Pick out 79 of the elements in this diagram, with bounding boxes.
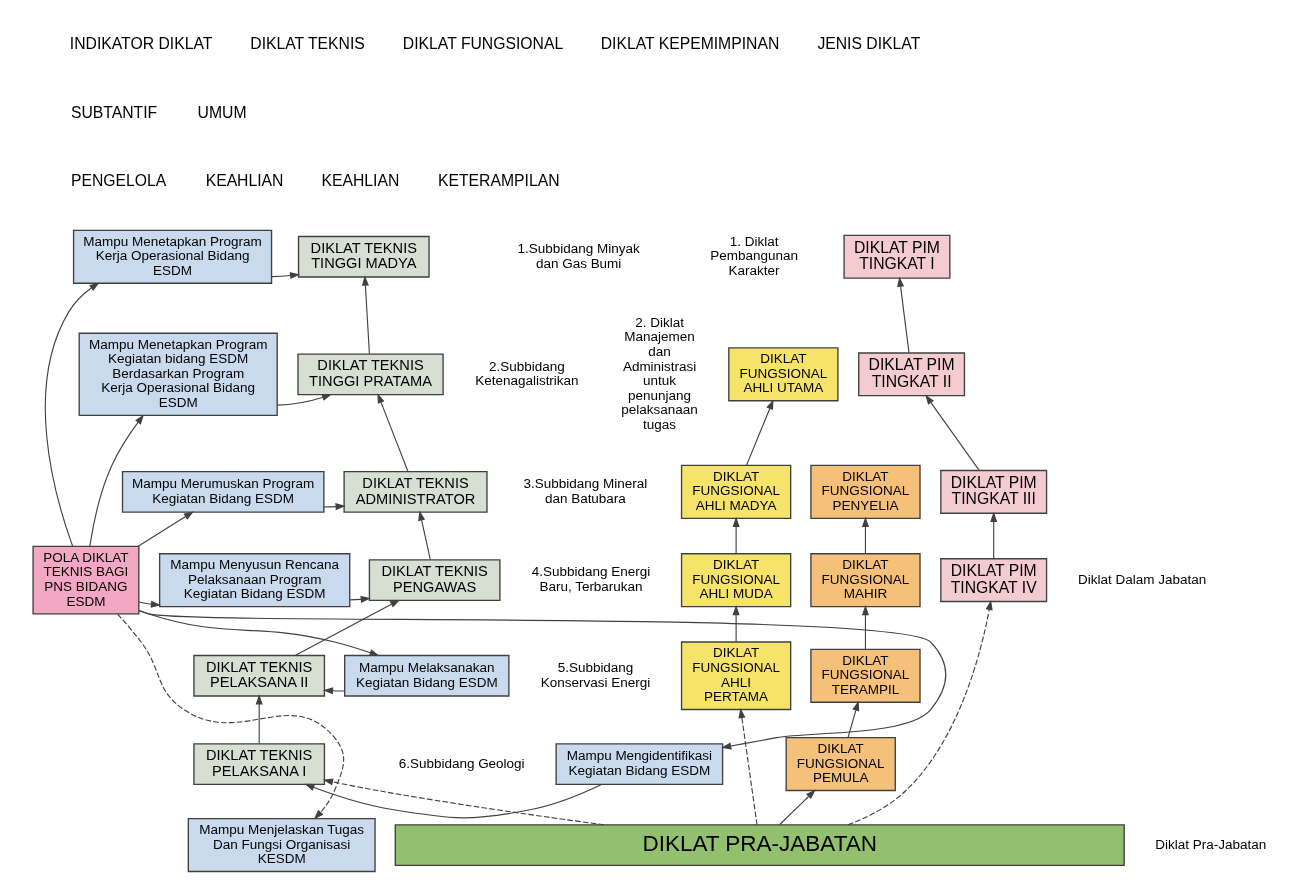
arrow bbox=[847, 599, 993, 825]
arrow bbox=[847, 700, 860, 738]
arrow bbox=[138, 600, 162, 608]
arrow bbox=[861, 604, 869, 650]
node-box: POLA DIKLAT TEKNIS BAGI PNS BIDANG ESDM bbox=[32, 545, 140, 615]
arrow bbox=[138, 609, 380, 656]
arrow bbox=[361, 274, 370, 354]
arrow bbox=[377, 392, 409, 472]
label: KEAHLIAN bbox=[205, 171, 284, 189]
arrow bbox=[861, 516, 869, 554]
arrow bbox=[295, 599, 401, 656]
node-box: DIKLAT FUNGSIONAL AHLI MUDA bbox=[680, 552, 792, 607]
node-box: DIKLAT PIM TINGKAT III bbox=[940, 469, 1048, 514]
label: PENGELOLA bbox=[70, 171, 167, 189]
arrow bbox=[738, 707, 758, 825]
arrow bbox=[137, 510, 194, 547]
label: DIKLAT KEPEMIMPINAN bbox=[600, 34, 780, 52]
label: DIKLAT FUNGSIONAL bbox=[402, 34, 564, 52]
arrow bbox=[925, 394, 980, 471]
label: Diklat Dalam Jabatan bbox=[1078, 571, 1207, 587]
label: KETERAMPILAN bbox=[438, 171, 560, 189]
arrow bbox=[732, 604, 740, 643]
node-box: DIKLAT FUNGSIONAL AHLI UTAMA bbox=[728, 346, 839, 401]
arrow bbox=[990, 511, 998, 559]
arrow bbox=[746, 398, 774, 466]
node-box: Mampu Menyusun Rencana Pelaksanaan Program Kegiatan Bidang ESDM bbox=[158, 552, 351, 607]
node-box: Mampu Menetapkan Program Kerja Operasional Bidang ESDM bbox=[72, 229, 273, 284]
arrow bbox=[349, 595, 371, 603]
node-box: Mampu Menjelaskan Tugas Dan Fungsi Organisasi KESDM bbox=[187, 817, 376, 872]
arrow bbox=[271, 271, 301, 279]
node-box: Mampu Menetapkan Program Kegiatan bidang ESDM Berdasarkan Program Kerja Operasional Bidang ESDM bbox=[78, 332, 278, 416]
node-box: DIKLAT PIM TINGKAT IV bbox=[940, 557, 1048, 602]
arrow bbox=[418, 510, 431, 560]
label: 2. Diklat Manajemen dan Administrasi untuk penunjang pelaksanaan tugas bbox=[621, 314, 698, 432]
arrow bbox=[89, 413, 144, 547]
label: JENIS DIKLAT bbox=[817, 34, 921, 52]
arrow bbox=[323, 502, 346, 510]
label: 6.Subbidang Geologi bbox=[398, 755, 525, 771]
node-box: DIKLAT TEKNIS PELAKSANA I bbox=[193, 742, 326, 785]
label: DIKLAT TEKNIS bbox=[250, 34, 365, 52]
node-box: DIKLAT TEKNIS TINGGI PRATAMA bbox=[297, 352, 444, 395]
node-box: Mampu Melaksanakan Kegiatan Bidang ESDM bbox=[344, 654, 510, 697]
arrow bbox=[44, 281, 100, 547]
node-box: Mampu Merumuskan Program Kegiatan Bidang ESDM bbox=[121, 470, 325, 513]
label: 1.Subbidang Minyak dan Gas Bumi bbox=[517, 240, 640, 271]
label: Diklat Pra-Jabatan bbox=[1155, 836, 1267, 852]
node-box: DIKLAT FUNGSIONAL PENYELIA bbox=[810, 464, 921, 519]
label: SUBTANTIF bbox=[70, 103, 158, 121]
label: 5.Subbidang Konservasi Energi bbox=[540, 659, 651, 690]
label: INDIKATOR DIKLAT bbox=[69, 34, 213, 52]
node-box: DIKLAT FUNGSIONAL AHLI MADYA bbox=[680, 464, 792, 519]
node-box: DIKLAT TEKNIS PENGAWAS bbox=[368, 558, 501, 601]
arrow bbox=[255, 693, 263, 744]
node-box: DIKLAT PRA-JABATAN bbox=[394, 823, 1125, 866]
node-box: DIKLAT TEKNIS PELAKSANA II bbox=[193, 654, 326, 697]
label: 4.Subbidang Energi Baru, Terbarukan bbox=[531, 563, 651, 594]
label: UMUM bbox=[197, 103, 247, 121]
label: 2.Subbidang Ketenagalistrikan bbox=[475, 358, 579, 388]
arrow bbox=[304, 783, 603, 818]
label: 1. Diklat Pembangunan Karakter bbox=[710, 233, 798, 278]
node-box: DIKLAT PIM TINGKAT II bbox=[858, 351, 966, 396]
arrow bbox=[117, 613, 345, 819]
label: KEAHLIAN bbox=[321, 171, 400, 189]
arrow bbox=[732, 516, 740, 554]
node-box: DIKLAT FUNGSIONAL AHLI PERTAMA bbox=[680, 640, 792, 710]
node-box: Mampu Mengidentifikasi Kegiatan Bidang ESDM bbox=[555, 742, 724, 785]
arrow bbox=[897, 276, 910, 353]
node-box: DIKLAT TEKNIS ADMINISTRATOR bbox=[343, 470, 488, 513]
node-box: DIKLAT TEKNIS TINGGI MADYA bbox=[297, 235, 430, 278]
arrow bbox=[779, 789, 816, 825]
label: 3.Subbidang Mineral dan Batubara bbox=[523, 475, 648, 506]
arrow bbox=[138, 609, 947, 749]
arrow bbox=[322, 777, 605, 825]
arrow bbox=[276, 393, 333, 406]
node-box: DIKLAT PIM TINGKAT I bbox=[843, 234, 951, 279]
node-box: DIKLAT FUNGSIONAL MAHIR bbox=[810, 552, 921, 607]
node-box: DIKLAT FUNGSIONAL TERAMPIL bbox=[810, 648, 921, 703]
arrow bbox=[322, 686, 346, 694]
node-box: DIKLAT FUNGSIONAL PEMULA bbox=[785, 736, 896, 791]
